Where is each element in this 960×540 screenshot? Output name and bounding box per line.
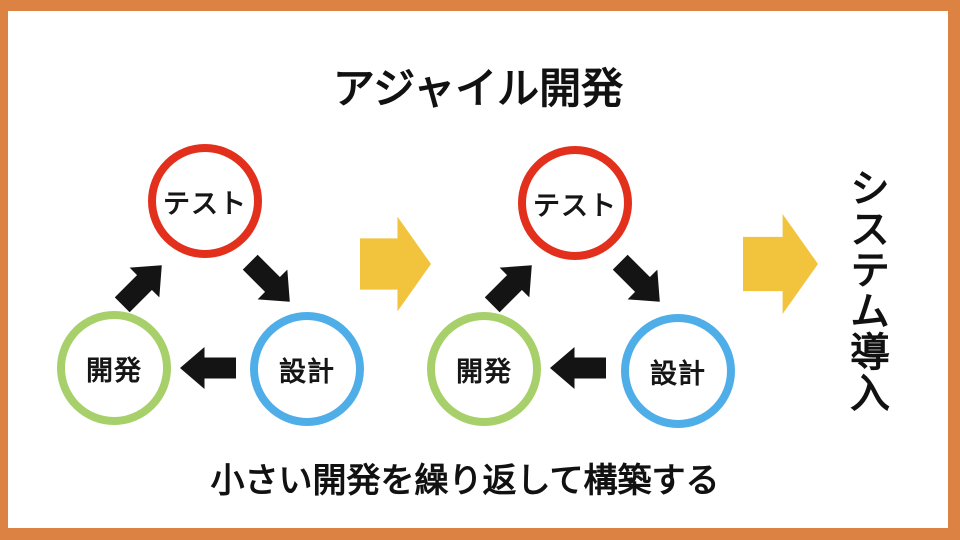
cycle2-test-node: テスト bbox=[518, 146, 632, 260]
cycle1-develop-node: 開発 bbox=[57, 311, 171, 425]
cycle2-design-node: 設計 bbox=[621, 314, 735, 428]
arrow-test-to-design-icon bbox=[605, 247, 676, 318]
cycle2-test-label: テスト bbox=[533, 190, 617, 221]
cycle1-test-node: テスト bbox=[148, 144, 262, 258]
cycle1-design-label: 設計 bbox=[279, 356, 335, 387]
cycle1-test-label: テスト bbox=[163, 188, 247, 219]
arrow-develop-to-test-icon bbox=[477, 250, 548, 321]
stage-arrow-2-icon bbox=[743, 214, 818, 314]
cycle2-develop-label: 開発 bbox=[456, 356, 512, 387]
slide-title: アジャイル開発 bbox=[332, 65, 624, 112]
system-deployment-label: システム導入 bbox=[844, 167, 888, 413]
cycle1-develop-label: 開発 bbox=[86, 355, 142, 386]
cycle2-develop-node: 開発 bbox=[427, 312, 541, 426]
cycle1-design-node: 設計 bbox=[250, 312, 364, 426]
stage-arrow-1-icon bbox=[360, 216, 431, 312]
cycle2-design-label: 設計 bbox=[650, 358, 706, 389]
slide-caption: 小さい開発を繰り返して構築する bbox=[210, 462, 720, 500]
arrow-develop-to-test-icon bbox=[107, 250, 178, 321]
arrow-design-to-develop-icon bbox=[179, 347, 237, 389]
arrow-design-to-develop-icon bbox=[549, 347, 607, 389]
arrow-test-to-design-icon bbox=[235, 247, 306, 318]
